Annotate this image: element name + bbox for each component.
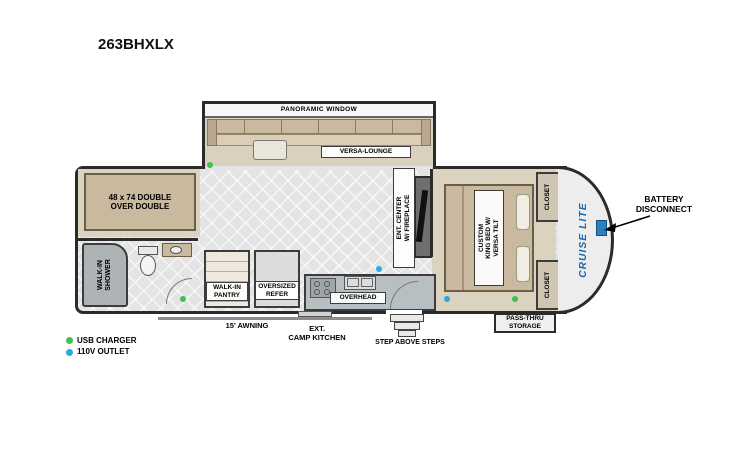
battery-disconnect-arrow [604,215,651,232]
entry-steps [394,322,420,330]
ent-center-label: ENT. CENTER W/ FIREPLACE [396,194,411,242]
lounge-sofa-seat [207,134,431,146]
oversized-refer-label: OVERSIZED REFER [255,281,299,301]
versa-tilt-fold-line [462,186,464,290]
bunk-bed-label: 48 x 74 DOUBLE OVER DOUBLE [108,192,172,211]
pass-thru-storage: PASS-THRU STORAGE [494,313,556,333]
usb-charger-icon [66,337,73,345]
bunk-bed: 48 x 74 DOUBLE OVER DOUBLE [84,173,196,231]
panoramic-window-label: PANORAMIC WINDOW [280,106,358,114]
battery-disconnect-label: BATTERY DISCONNECT [635,194,693,215]
usb-charger-marker [207,162,213,168]
cooktop-burner [314,289,320,295]
ext-camp-kitchen-hatch [298,311,332,317]
entry-steps [398,330,416,337]
steps-label: STEP ABOVE STEPS [375,339,445,346]
panoramic-window: PANORAMIC WINDOW [205,104,433,118]
slide-out-opening [206,166,432,170]
legend: USB CHARGER 110V OUTLET [66,336,137,357]
battery [596,220,607,236]
cooktop-burner [324,281,330,287]
110v-outlet-icon [66,348,73,356]
cooktop-burner [314,281,320,287]
overhead-label: OVERHEAD [330,292,386,304]
sink-basin-right [361,278,373,287]
toilet-tank [138,246,158,255]
pillow [516,194,530,230]
page-title: 263BHXLX [98,36,174,53]
king-bed-label: CUSTOM KING BED W/ VERSA TILT [477,217,500,259]
legend-usb-label: USB CHARGER [77,336,137,345]
awning-line [158,317,372,320]
vanity-basin [170,246,182,254]
pass-thru-storage-label: PASS-THRU STORAGE [506,315,544,330]
usb-charger-marker [512,296,518,302]
cooktop-burner [324,289,330,295]
awning-label: 15' AWNING [225,321,269,330]
versa-lounge-label: VERSA-LOUNGE [321,146,411,158]
pillow [516,246,530,282]
walk-in-shower-label: WALK-IN SHOWER [96,259,112,291]
dinette-table [253,140,287,160]
lounge-sofa-back [207,119,431,134]
slide-out: PANORAMIC WINDOW VERSA-LOUNGE [202,101,436,169]
closet-bottom-label: CLOSET [544,271,552,299]
entry-opening [386,310,422,315]
toilet [140,255,156,276]
usb-charger-marker [180,296,186,302]
entry-steps [390,314,424,322]
110v-outlet-marker [376,266,382,272]
bathroom-wall [78,238,198,241]
sink-basin-left [347,278,359,287]
lounge-armrest-right [421,119,431,146]
110v-outlet-marker [444,296,450,302]
closet-top-label: CLOSET [544,183,552,211]
walk-in-pantry-label: WALK-IN PANTRY [206,282,248,302]
legend-outlet-label: 110V OUTLET [77,347,130,357]
lounge-armrest-left [207,119,217,146]
ext-camp-kitchen-label: EXT. CAMP KITCHEN [288,324,346,342]
walk-in-shower [82,243,128,307]
